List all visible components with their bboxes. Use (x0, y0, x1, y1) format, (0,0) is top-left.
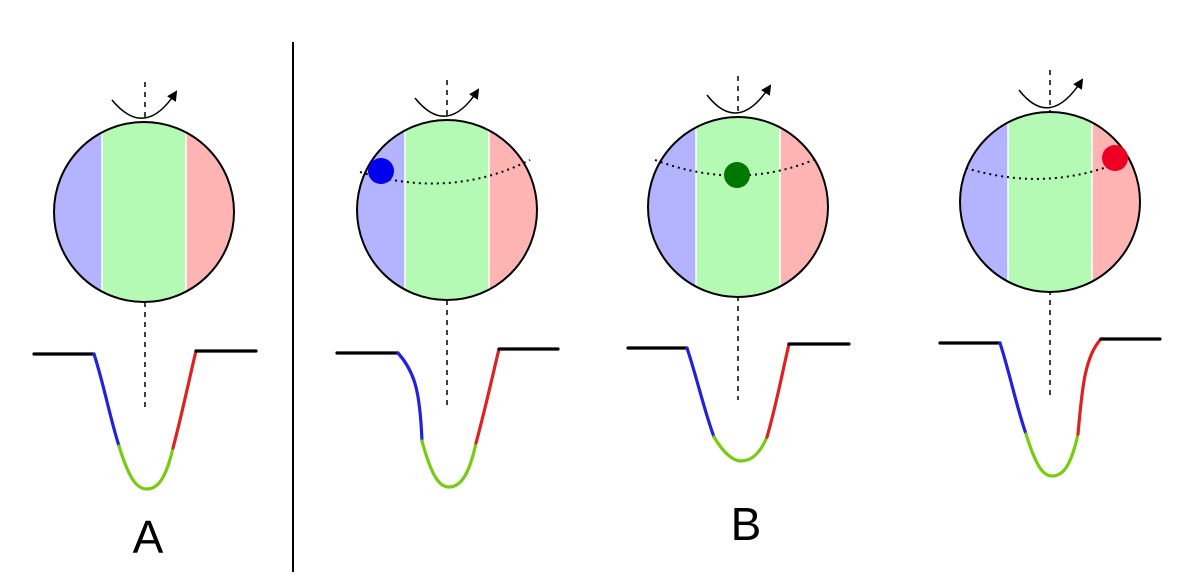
profile-red-wing (474, 347, 501, 445)
frame-b1-planet-approaching (335, 80, 560, 489)
line-profile (626, 342, 851, 463)
approaching-band (357, 120, 405, 300)
center-band (1008, 112, 1092, 292)
star-disk (648, 117, 828, 297)
star-outline (53, 121, 235, 303)
profile-core (420, 439, 478, 489)
approaching-band (960, 112, 1008, 292)
frame-a-no-planet: A (32, 82, 258, 563)
star-outline (356, 119, 538, 301)
planet-blue (368, 158, 394, 184)
center-band (696, 117, 780, 297)
curved-arrow-icon (1018, 78, 1084, 109)
approaching-band (648, 117, 696, 297)
profile-red-wing (171, 349, 198, 450)
planet-green (724, 162, 750, 188)
line-profile (32, 349, 258, 491)
profile-blue-wing (685, 346, 716, 439)
line-profile (938, 337, 1162, 478)
planet-transit-path (965, 157, 1131, 180)
center-band (405, 120, 489, 300)
curved-arrow-icon (414, 88, 480, 117)
profile-core (712, 435, 769, 463)
profile-blue-wing (998, 341, 1028, 436)
receding-band (780, 117, 828, 297)
frame-b3-planet-receding (938, 70, 1162, 478)
curved-arrow-icon (706, 84, 772, 114)
planet-red (1102, 145, 1128, 171)
curved-arrow-icon (111, 90, 178, 119)
center-band (102, 122, 186, 302)
profile-blue-wing (92, 352, 121, 448)
profile-red-wing (1076, 337, 1103, 436)
star-disk (960, 112, 1140, 292)
star-outline (959, 111, 1141, 293)
panel-label-b: B (731, 498, 762, 550)
profile-core (117, 444, 175, 491)
panel-label-a: A (133, 511, 164, 563)
line-profile (335, 347, 560, 489)
star-disk (54, 122, 234, 302)
receding-band (489, 120, 537, 300)
profile-red-wing (765, 342, 791, 439)
receding-band (186, 122, 234, 302)
approaching-band (54, 122, 102, 302)
star-disk (357, 120, 537, 300)
profile-blue-wing (396, 351, 424, 443)
profile-core (1024, 432, 1080, 478)
star-outline (647, 116, 829, 298)
frame-b2-planet-center: B (626, 76, 851, 550)
receding-band (1092, 112, 1140, 292)
